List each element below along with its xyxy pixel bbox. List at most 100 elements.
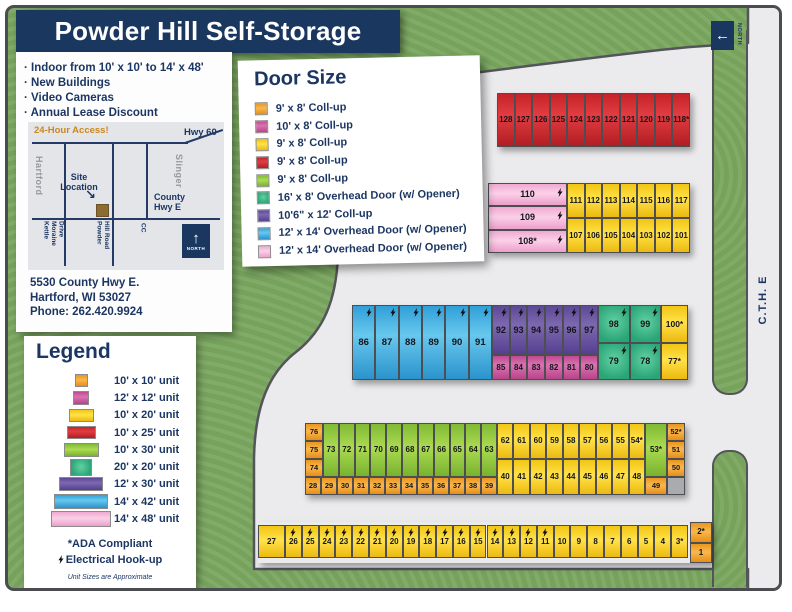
unit-59: 59 <box>546 423 563 459</box>
legend-item: 14' x 42' unit <box>24 493 196 510</box>
unit-number: 93 <box>513 324 524 335</box>
unit-77*: 77* <box>661 342 688 380</box>
unit-34: 34 <box>401 477 417 495</box>
county-hwy-label: County Hwy E <box>154 192 185 212</box>
unit-number: 112 <box>586 195 600 205</box>
unit-number: 88 <box>405 336 416 348</box>
unit-28: 28 <box>305 477 321 495</box>
powder-hill-label: Powder Hill Road <box>95 221 111 250</box>
unit-number: 26 <box>288 536 298 546</box>
legend-item: 20' x 20' unit <box>24 458 196 476</box>
legend-color-swatch <box>63 442 99 457</box>
unit-92: 92 <box>492 305 510 355</box>
inset-north-arrow-icon: ↑ <box>192 229 200 247</box>
unit-number: 47 <box>615 472 625 481</box>
unit-35: 35 <box>417 477 433 495</box>
unit-19: 19 <box>402 525 420 558</box>
unit-20: 20 <box>385 525 403 558</box>
cc-label: CC <box>139 223 147 233</box>
unit-number: 53* <box>649 445 662 454</box>
door-size-label: 9' x 8' Coll-up <box>276 154 348 169</box>
unit-8: 8 <box>587 525 605 558</box>
door-size-label: 12' x 14' Overhead Door (w/ Opener) <box>278 223 467 240</box>
unit-101: 101 <box>672 218 690 253</box>
unit-23: 23 <box>335 525 353 558</box>
unit-number: 87 <box>381 336 393 348</box>
unit-97: 97 <box>580 305 598 355</box>
electrical-bolt-icon <box>341 528 347 537</box>
unit-98: 98 <box>598 305 630 343</box>
electrical-bolt-icon <box>366 308 372 317</box>
unit-number: 65 <box>452 445 462 454</box>
legend-item-label: 14' x 42' unit <box>114 495 180 508</box>
grass-strip-upper <box>712 30 748 395</box>
unit-number: 8 <box>593 536 598 546</box>
legend-color-swatch <box>54 494 108 510</box>
unit-108*: 108* <box>488 229 567 253</box>
unit-122: 122 <box>602 93 620 147</box>
unit-40: 40 <box>497 459 514 495</box>
road-label: C.T.H. E <box>757 275 769 325</box>
unit-53*: 53* <box>645 423 667 477</box>
unit-number: 83 <box>531 362 541 372</box>
unit-29: 29 <box>321 477 337 495</box>
door-size-label: 10'6" x 12' Coll-up <box>278 207 373 222</box>
unit-41: 41 <box>513 459 530 495</box>
unit-56: 56 <box>595 423 613 459</box>
ada-footnote: *ADA Compliant <box>67 538 153 550</box>
unit-38: 38 <box>465 477 481 495</box>
unit-33: 33 <box>385 477 401 495</box>
unit-number: 45 <box>582 472 592 481</box>
unit-number: 73 <box>326 445 336 454</box>
unit-number: 59 <box>550 436 559 445</box>
unit-number: 70 <box>373 445 383 454</box>
north-label: NORTH <box>736 23 742 46</box>
unit-21: 21 <box>368 525 386 558</box>
unit-124: 124 <box>567 93 585 147</box>
unit-12: 12 <box>520 525 537 558</box>
unit-6: 6 <box>620 525 638 558</box>
county-road-line <box>32 218 220 220</box>
unit-117: 117 <box>672 183 690 218</box>
unit-96: 96 <box>562 305 581 355</box>
door-color-swatch <box>255 138 269 152</box>
unit-87: 87 <box>375 305 399 380</box>
unit-85: 85 <box>492 355 510 380</box>
door-color-swatch <box>257 244 272 259</box>
electrical-bolt-icon <box>652 308 658 317</box>
unit-number: 54* <box>630 436 643 445</box>
unit-number: 19 <box>406 536 416 546</box>
unit-number: 63 <box>484 445 494 454</box>
unit-unlabeled <box>667 477 685 495</box>
unit-number: 11 <box>541 536 550 546</box>
unit-number: 123 <box>586 115 601 124</box>
unit-89: 89 <box>422 305 446 380</box>
unit-72: 72 <box>338 423 355 477</box>
legend-color-swatch <box>73 390 89 405</box>
unit-37: 37 <box>449 477 465 495</box>
unit-number: 4 <box>660 536 666 546</box>
unit-44: 44 <box>562 459 580 495</box>
unit-number: 58 <box>566 436 576 445</box>
north-arrow-icon: ← <box>715 27 730 44</box>
unit-71: 71 <box>354 423 371 477</box>
powder-road-line <box>112 142 114 266</box>
electrical-bolt-icon <box>518 308 524 317</box>
unit-55: 55 <box>612 423 629 459</box>
unit-103: 103 <box>637 218 655 253</box>
unit-number: 37 <box>452 481 462 491</box>
unit-51: 51 <box>667 441 685 459</box>
site-arrow-icon: ↘ <box>85 187 96 202</box>
legend-item: 14' x 48' unit <box>24 510 196 528</box>
unit-number: 44 <box>566 472 576 481</box>
unit-number: 95 <box>548 324 559 335</box>
unit-number: 118* <box>673 115 690 124</box>
legend-color-swatch <box>68 408 94 422</box>
legend-color-swatch <box>70 458 92 476</box>
unit-number: 29 <box>324 481 334 491</box>
unit-number: 91 <box>475 336 486 348</box>
address-line: 5530 County Hwy E. <box>30 277 140 289</box>
